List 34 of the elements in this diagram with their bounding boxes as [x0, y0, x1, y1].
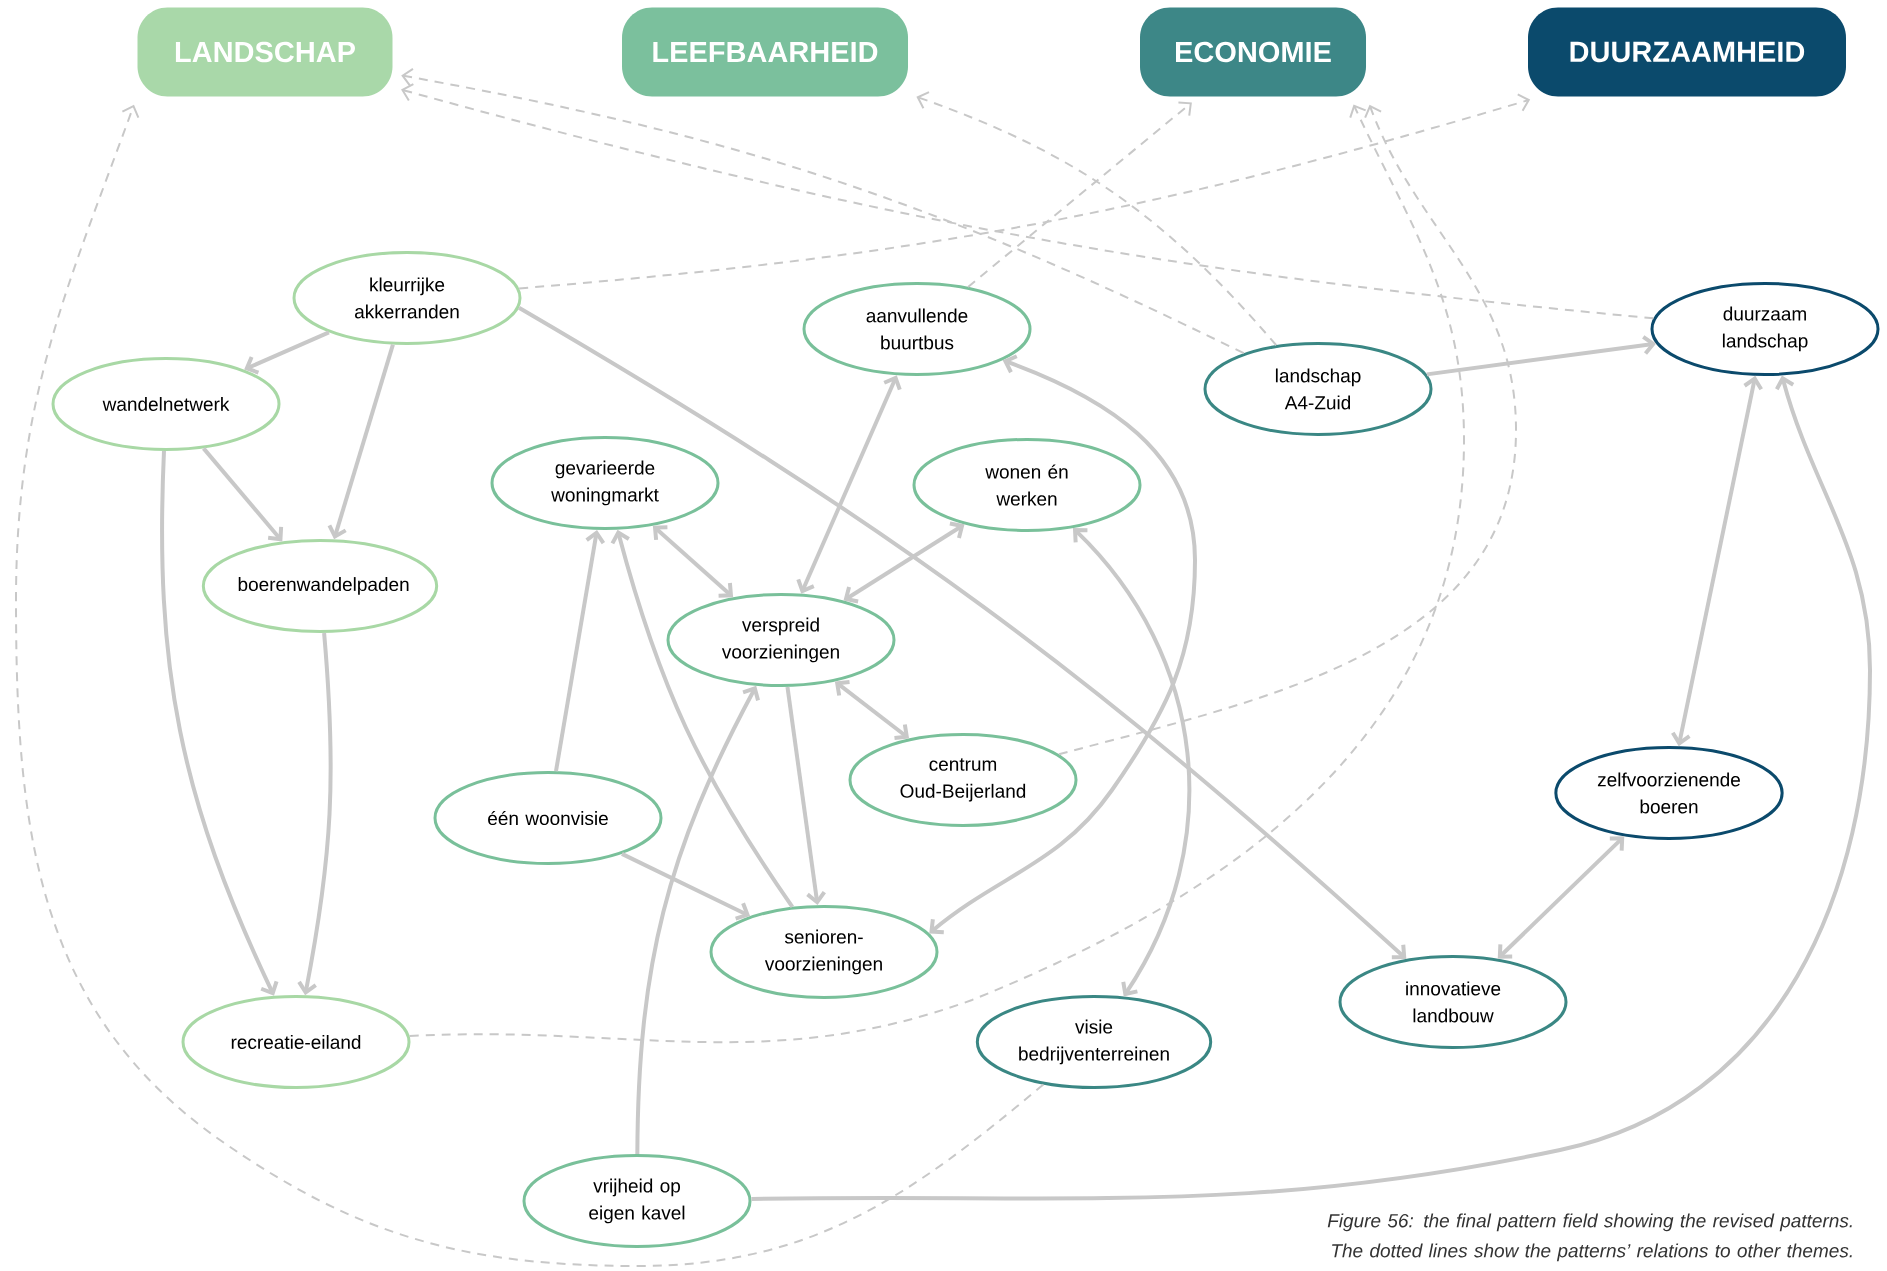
arrow [635, 685, 760, 1155]
arrow [327, 344, 395, 540]
arrow [751, 375, 1872, 1201]
arrow [160, 450, 279, 996]
arrow [1426, 335, 1657, 377]
dashed-arrow [15, 104, 1045, 1267]
figure-caption: Figure 56: the final pattern field showing the revised patterns. The dotted lines show the patterns’ relations to other themes. [1327, 1213, 1852, 1262]
arrow [785, 686, 826, 906]
dashed-arrow [518, 93, 1531, 290]
theme-box: ECONOMIE [1140, 7, 1366, 97]
dashed-arrow [401, 67, 1245, 355]
theme-box: LANDSCHAP [137, 7, 393, 97]
arrow [621, 852, 751, 921]
double-arrow [1072, 528, 1192, 997]
theme-box: LEEFBAARHEID [622, 7, 908, 97]
double-arrow [834, 680, 910, 740]
double-arrow [652, 525, 734, 598]
double-arrow [796, 375, 902, 594]
arrow [244, 330, 330, 375]
dashed-arrow [1057, 104, 1517, 756]
arrow [202, 447, 284, 542]
double-arrow [1497, 836, 1625, 959]
arrow [610, 529, 794, 908]
arrow [517, 306, 1407, 960]
dashed-arrow [401, 83, 1655, 320]
arrow [554, 529, 606, 772]
dashed-arrow [967, 101, 1192, 288]
arrow [297, 632, 333, 996]
double-arrow [843, 521, 965, 604]
dashed-arrow [916, 91, 1278, 347]
dashed-arrow [408, 104, 1465, 1044]
double-arrow [1671, 375, 1763, 747]
double-arrow [929, 354, 1197, 935]
theme-box: DUURZAAMHEID [1528, 7, 1846, 97]
